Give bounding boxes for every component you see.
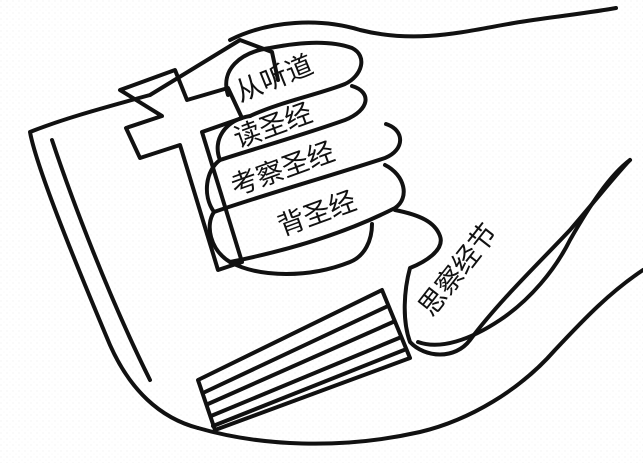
page-line-4 xyxy=(211,348,406,428)
bible-pages xyxy=(196,288,412,432)
bible-cover xyxy=(28,38,280,430)
palm-bottom xyxy=(196,268,643,446)
finger-2-outline xyxy=(215,84,368,162)
page-line-3 xyxy=(209,336,401,418)
finger-4-outline xyxy=(207,163,406,264)
finger-1-outline xyxy=(224,40,364,118)
cross-icon xyxy=(118,68,244,272)
hand-outline xyxy=(228,6,618,42)
thumb-outline xyxy=(393,158,632,357)
finger-3-outline xyxy=(204,122,403,214)
page-line-1 xyxy=(203,304,390,394)
page-line-2 xyxy=(206,320,395,406)
finger-4-tip xyxy=(228,222,374,276)
bible-cover-inner xyxy=(50,138,152,382)
